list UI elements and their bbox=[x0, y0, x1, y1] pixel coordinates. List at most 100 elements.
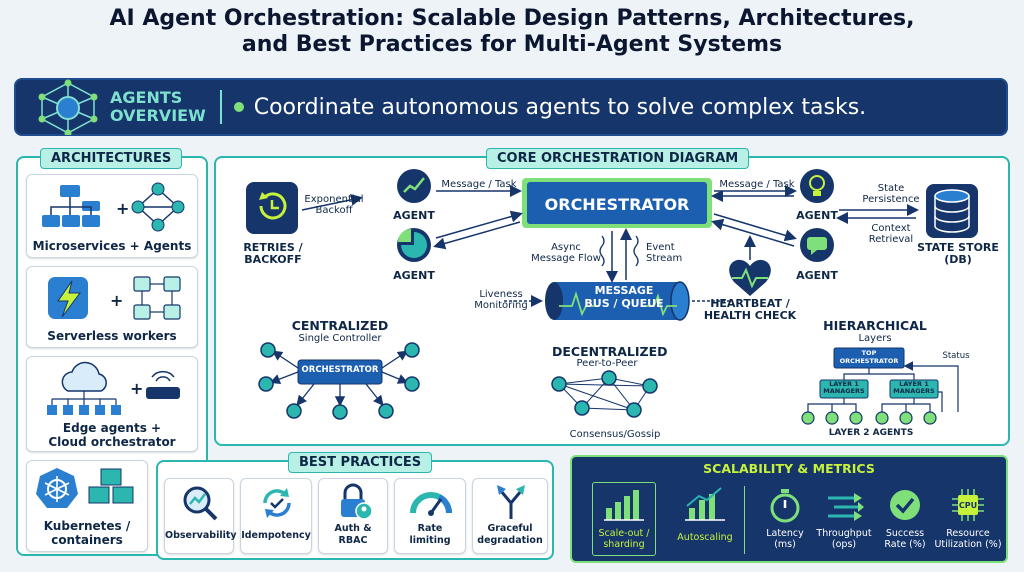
practice-card-idempotency: Idempotency bbox=[240, 478, 312, 554]
centralized-title: CENTRALIZED bbox=[291, 318, 389, 333]
arch-card-kubernetes: Kubernetes / containers bbox=[26, 460, 148, 552]
metrics-divider bbox=[744, 486, 745, 554]
gauge-icon bbox=[410, 492, 452, 516]
arch-label-kubernetes: Kubernetes / containers bbox=[43, 519, 131, 547]
practice-label-idempotency: Idempotency bbox=[241, 530, 311, 541]
status-label: Status bbox=[942, 351, 970, 361]
agent-icon-top-left bbox=[397, 169, 431, 203]
decentralized-footer: Consensus/Gossip bbox=[569, 429, 661, 440]
hierarchical-subtitle: Layers bbox=[858, 333, 892, 344]
bullet-dot bbox=[233, 102, 244, 112]
agent-label-bottom-right: AGENT bbox=[796, 269, 838, 282]
svg-text:+: + bbox=[116, 199, 129, 218]
layer2-agents-label: LAYER 2 AGENTS bbox=[828, 428, 914, 438]
banner-heading: AGENTS OVERVIEW bbox=[110, 88, 206, 125]
svg-text:+: + bbox=[130, 379, 143, 398]
practice-label-auth: Auth & RBAC bbox=[334, 523, 372, 546]
metrics-panel bbox=[570, 455, 1008, 563]
arch-card-microservices: + Microservices + Agents bbox=[26, 174, 198, 258]
top-orchestrator-label: TOP ORCHESTRATOR bbox=[839, 349, 899, 365]
success-rate-label: Success Rate (%) bbox=[884, 528, 926, 550]
centralized-subtitle: Single Controller bbox=[298, 333, 382, 344]
magnifier-chart-icon bbox=[183, 486, 218, 521]
kubernetes-containers-icon bbox=[36, 468, 134, 508]
decentralized-title: DECENTRALIZED bbox=[552, 344, 668, 359]
event-stream-label: Event Stream bbox=[646, 242, 683, 264]
metrics-title: SCALABILITY & METRICS bbox=[703, 461, 875, 476]
heartbeat-icon bbox=[729, 259, 771, 296]
orchestrator-box bbox=[522, 178, 712, 228]
refresh-check-icon bbox=[263, 488, 291, 518]
banner-tagline: Coordinate autonomous agents to solve co… bbox=[253, 94, 867, 120]
agent-label-bottom-left: AGENT bbox=[393, 269, 435, 282]
message-bus-cylinder bbox=[545, 281, 690, 321]
agent-label-top-left: AGENT bbox=[393, 209, 435, 222]
cloud-edge-icon: + bbox=[47, 361, 180, 415]
hierarchical-diagram bbox=[801, 347, 959, 425]
message-task-label-right: Message / Task bbox=[719, 179, 795, 190]
agent-icon-top-right bbox=[800, 169, 834, 203]
practice-card-observability: Observability bbox=[164, 478, 237, 554]
managers-label-right: LAYER 1 MANAGERS bbox=[893, 380, 935, 395]
practice-card-auth: Auth & RBAC bbox=[318, 478, 388, 554]
throughput-arrows-icon bbox=[828, 493, 864, 521]
message-bus-label: MESSAGE BUS / QUEUE bbox=[584, 284, 664, 310]
architectures-title: ARCHITECTURES bbox=[40, 148, 183, 169]
latency-label: Latency (ms) bbox=[766, 528, 804, 550]
autoscaling-icon bbox=[685, 487, 725, 521]
retries-backoff-icon bbox=[246, 182, 298, 234]
cpu-chip-icon bbox=[952, 489, 984, 521]
throughput-label: Throughput (ops) bbox=[816, 528, 872, 550]
orchestrator-label: ORCHESTRATOR bbox=[544, 195, 690, 214]
message-task-label-left: Message / Task bbox=[441, 179, 517, 190]
state-store-label: STATE STORE (DB) bbox=[917, 241, 999, 266]
arch-label-edge: Edge agents + Cloud orchestrator bbox=[48, 421, 176, 449]
practice-label-graceful: Graceful degradation bbox=[477, 523, 543, 546]
liveness-monitoring-label: Liveness Monitoring bbox=[474, 289, 528, 311]
arch-label-microservices: Microservices + Agents bbox=[32, 239, 192, 253]
lock-user-icon bbox=[341, 483, 373, 520]
microservices-agents-icon: + bbox=[42, 182, 185, 232]
arch-card-edge: + Edge agents + Cloud orchestrator bbox=[26, 356, 198, 452]
scaleout-bars-icon bbox=[604, 490, 644, 521]
branch-arrows-icon bbox=[497, 485, 525, 519]
banner-divider bbox=[219, 90, 222, 124]
arch-card-serverless: + Serverless workers bbox=[26, 266, 198, 348]
practice-label-observability: Observability bbox=[165, 530, 237, 541]
database-icon bbox=[926, 184, 978, 238]
network-brain-icon bbox=[38, 79, 98, 135]
scaleout-card bbox=[592, 482, 656, 556]
agent-icon-bottom-left bbox=[397, 228, 431, 262]
hierarchical-title: HIERARCHICAL bbox=[823, 318, 927, 333]
stopwatch-icon bbox=[770, 489, 800, 523]
practice-card-rate-limiting: Rate limiting bbox=[394, 478, 466, 554]
practice-label-rate-limiting: Rate limiting bbox=[409, 523, 451, 546]
check-circle-icon bbox=[890, 490, 920, 520]
cpu-chip-label: CPU bbox=[958, 501, 978, 510]
scaleout-label: Scale-out / sharding bbox=[598, 528, 650, 550]
arch-label-serverless: Serverless workers bbox=[47, 329, 177, 343]
centralized-node-label: ORCHESTRATOR bbox=[301, 365, 379, 375]
autoscaling-label: Autoscaling bbox=[677, 532, 733, 543]
state-persistence-label: State Persistence bbox=[862, 183, 920, 205]
exponential-backoff-label: Exponential Backoff bbox=[304, 194, 364, 216]
decentralized-diagram bbox=[551, 370, 658, 418]
heartbeat-label: HEARTBEAT / HEALTH CHECK bbox=[703, 297, 797, 322]
async-flow-label: Async Message Flow bbox=[531, 242, 601, 264]
serverless-lightning-icon: + bbox=[48, 276, 181, 320]
context-retrieval-label: Context Retrieval bbox=[868, 223, 914, 245]
overview-banner: AGENTS OVERVIEW Coordinate autonomous ag… bbox=[14, 78, 1008, 136]
practice-card-graceful: Graceful degradation bbox=[472, 478, 548, 554]
resource-utilization-label: Resource Utilization (%) bbox=[934, 528, 1002, 550]
page-title: AI Agent Orchestration: Scalable Design … bbox=[109, 6, 915, 57]
retries-label: RETRIES / BACKOFF bbox=[243, 241, 303, 266]
decentralized-subtitle: Peer-to-Peer bbox=[576, 358, 638, 369]
centralized-diagram bbox=[258, 342, 420, 420]
core-diagram-title: CORE ORCHESTRATION DIAGRAM bbox=[486, 148, 750, 169]
managers-label-left: LAYER 1 MANAGERS bbox=[823, 380, 865, 395]
best-practices-title: BEST PRACTICES bbox=[288, 452, 433, 473]
agent-label-top-right: AGENT bbox=[796, 209, 838, 222]
agent-icon-bottom-right bbox=[800, 228, 834, 262]
core-diagram-svg bbox=[246, 169, 978, 425]
svg-text:+: + bbox=[110, 291, 123, 310]
